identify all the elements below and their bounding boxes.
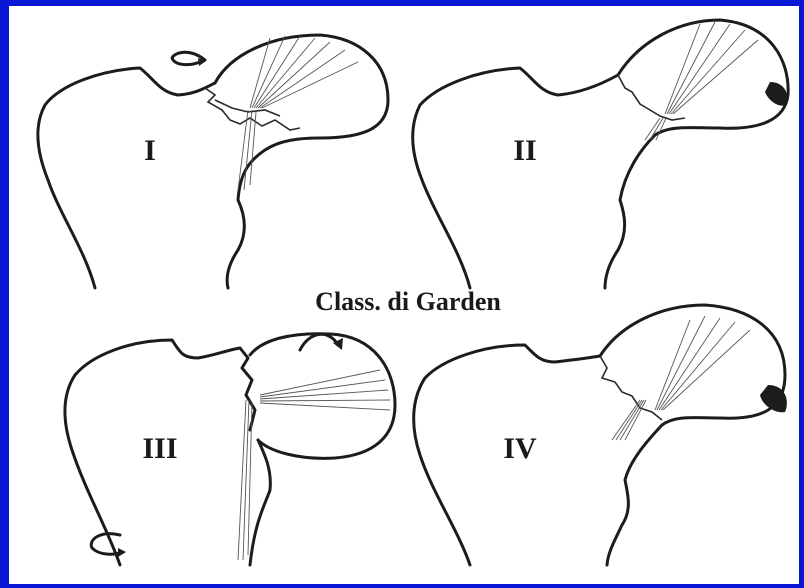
femur-stage-iii: III: [65, 334, 395, 565]
femoral-head-iii: [250, 334, 395, 459]
fracture-line-ii: [618, 75, 685, 120]
figure-panel: I II Class. di G: [9, 6, 799, 584]
femur-stage-i: I: [38, 35, 388, 288]
stage-label-iv: IV: [503, 432, 537, 465]
diagram-caption: Class. di Garden: [315, 287, 501, 316]
femur-outline-ii: [413, 20, 788, 288]
stage-label-i: I: [144, 134, 156, 167]
femur-stage-iv: IV: [414, 305, 787, 565]
trabeculae-ii: [645, 22, 758, 140]
trabeculae-i: [238, 36, 358, 190]
rotation-arrow-icon: [300, 334, 338, 350]
trabeculae-iv: [612, 316, 750, 440]
femur-outline-iv: [414, 305, 785, 565]
femur-stage-ii: II: [413, 20, 788, 288]
fracture-line-i: [205, 88, 300, 130]
garden-classification-diagram: I II Class. di G: [9, 6, 799, 584]
stage-label-ii: II: [513, 134, 536, 167]
femoral-head-fovea-ii: [765, 82, 787, 106]
trabeculae-iii: [238, 370, 390, 560]
fracture-line-iv: [600, 356, 662, 420]
rotation-arrow-icon: [91, 534, 122, 555]
stage-label-iii: III: [142, 432, 177, 465]
